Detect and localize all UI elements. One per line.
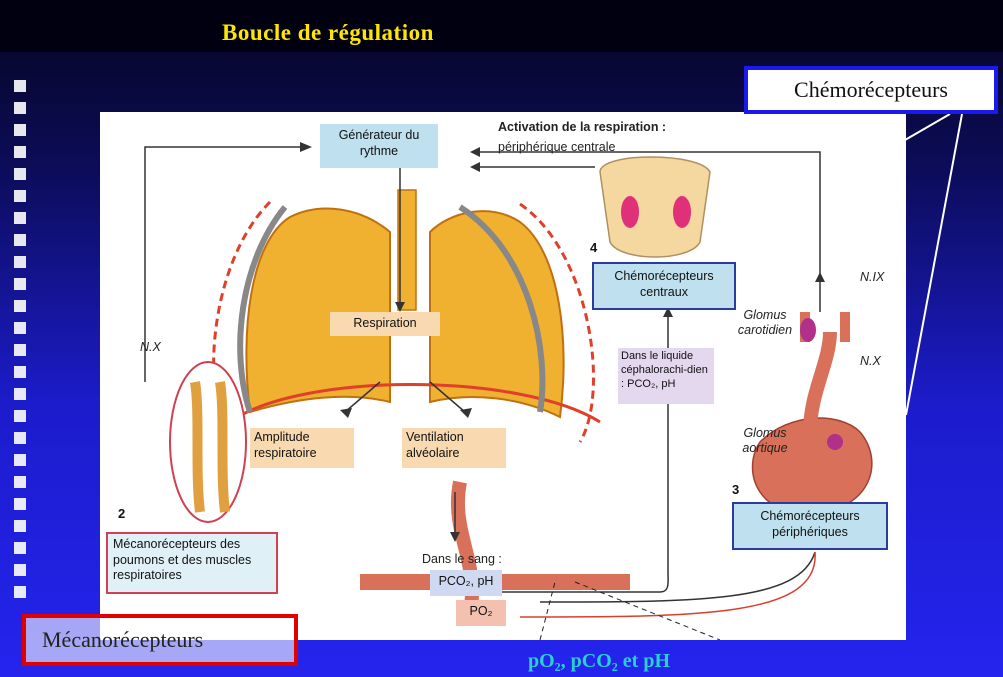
number-3: 3 [732, 482, 739, 497]
chemoreceptors-callout: Chémorécepteurs [744, 66, 998, 114]
po2-box: PO₂ [456, 600, 506, 626]
rib-muscle-oval [170, 362, 246, 522]
rhythm-generator-box: Générateur du rythme [320, 124, 438, 168]
central-chemoreceptors-box: Chémorécepteurs centraux [592, 262, 736, 310]
respiration-diagram: Activation de la respiration : périphéri… [100, 112, 906, 640]
amplitude-box: Amplitude respiratoire [250, 428, 354, 468]
peripheral-chemoreceptors-box: Chémorécepteurs périphériques [732, 502, 888, 550]
pco2-ph-box: PCO₂, pH [430, 570, 502, 596]
ventilation-box: Ventilation alvéolaire [402, 428, 506, 468]
number-4: 4 [590, 240, 597, 255]
nix-label: N.IX [860, 270, 884, 285]
left-lung [246, 209, 390, 412]
number-2: 2 [118, 506, 125, 521]
mechanoreceptors-box: Mécanorécepteurs des poumons et des musc… [106, 532, 278, 594]
nx-right-label: N.X [860, 354, 881, 369]
mechanoreceptors-callout: Mécanorécepteurs [22, 614, 298, 666]
nx-left-label: N.X [140, 340, 161, 355]
activation-subtitle: périphérique centrale [498, 140, 615, 155]
respiration-box: Respiration [330, 312, 440, 336]
activation-title: Activation de la respiration : [498, 120, 666, 135]
bottom-label: pO₂, pCO₂ et pH [528, 650, 670, 673]
aorta [810, 332, 830, 432]
glomus-aortic-label: Glomus aortique [736, 426, 794, 456]
csf-box: Dans le liquide céphalorachi-dien : PCO₂… [618, 348, 714, 404]
glomus-carotid-label: Glomus carotidien [736, 308, 794, 338]
blood-label: Dans le sang : [422, 552, 502, 567]
brainstem [600, 157, 710, 257]
